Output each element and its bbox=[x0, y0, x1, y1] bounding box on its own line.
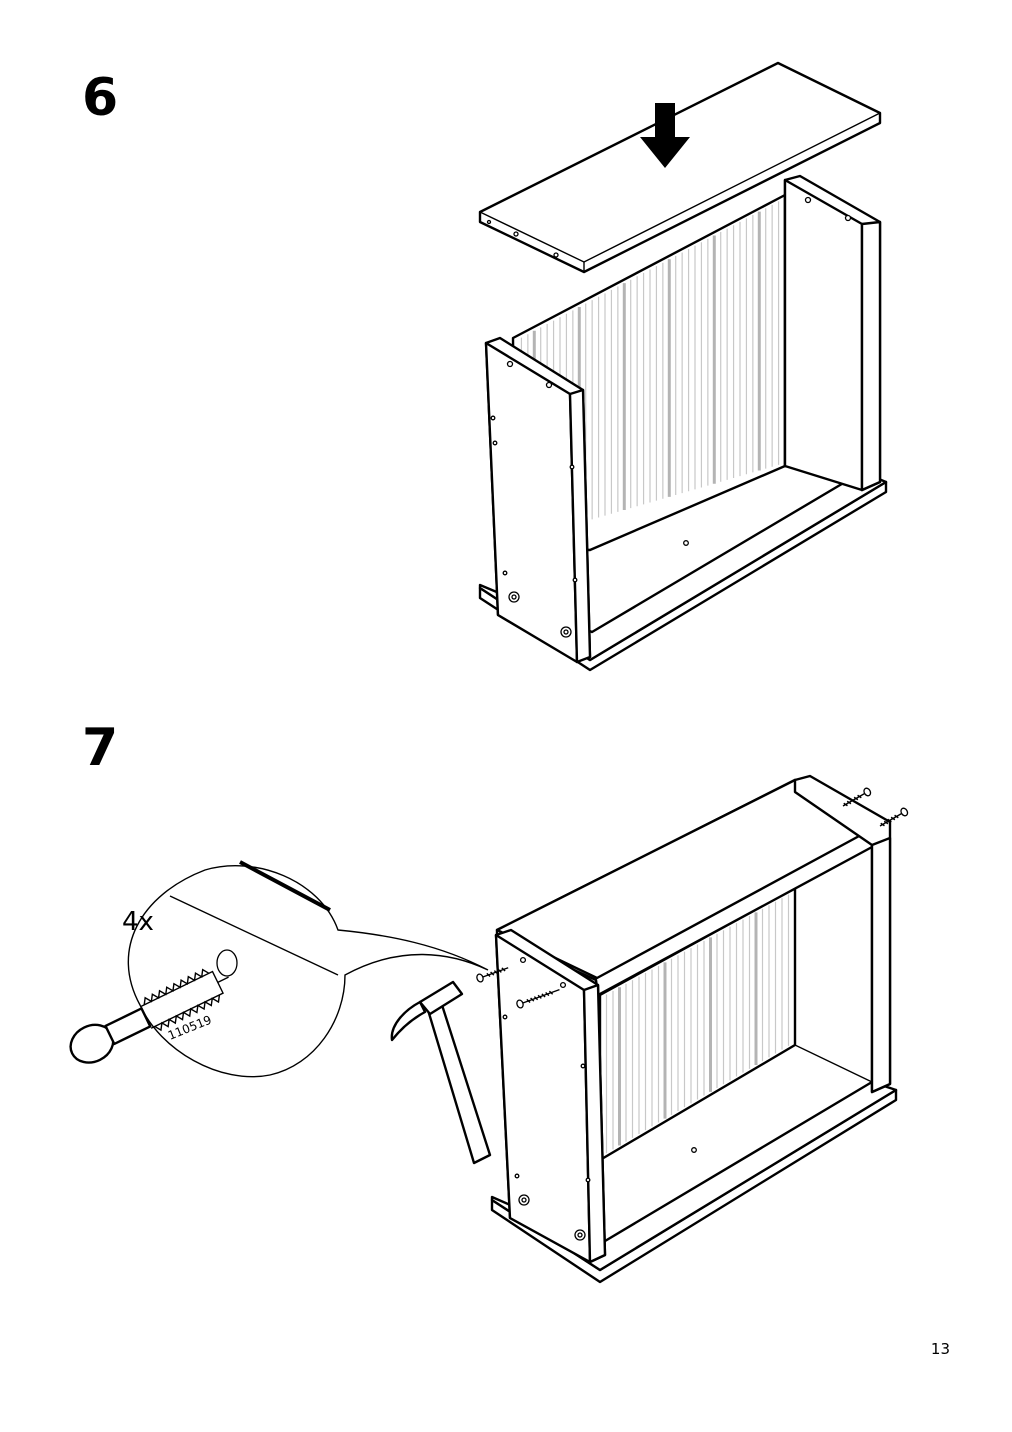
dowel-icon bbox=[476, 787, 909, 1009]
step-7-illustration: 4x 110519 bbox=[69, 774, 909, 1284]
hammer-icon bbox=[390, 980, 492, 1165]
page-number: 13 bbox=[930, 1340, 950, 1358]
down-arrow-icon bbox=[640, 103, 690, 168]
step-7-number: 7 bbox=[82, 718, 119, 778]
step-6-illustration bbox=[478, 61, 888, 672]
top-board bbox=[478, 61, 882, 274]
step-6-number: 6 bbox=[82, 68, 119, 128]
left-side-panel bbox=[484, 336, 592, 664]
quantity-label: 4x bbox=[122, 907, 154, 937]
dowel-detail-callout: 4x 110519 bbox=[69, 860, 489, 1078]
left-side-panel-7 bbox=[494, 928, 607, 1264]
